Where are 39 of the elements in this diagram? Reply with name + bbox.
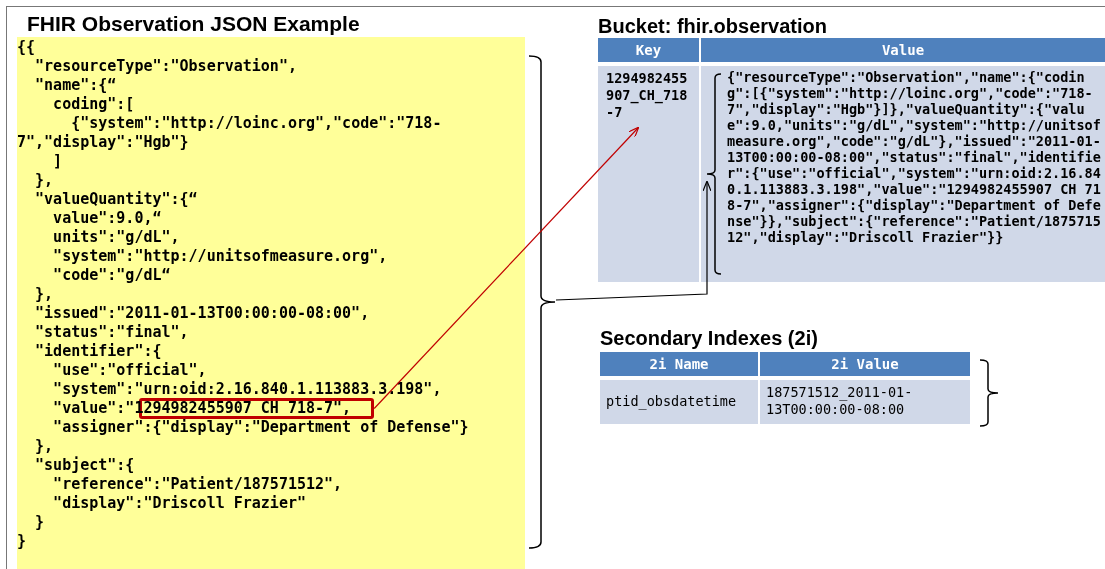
arrow	[373, 126, 640, 410]
code-line: },	[34, 285, 54, 304]
code-line: value":9.0,“	[52, 209, 162, 228]
code-line: "display":"Driscoll Frazier"	[52, 494, 306, 513]
code-line: units":"g/dL",	[52, 228, 180, 247]
table-cell: 187571512_2011-01-13T00:00:00-08:00	[760, 380, 970, 424]
code-line: "valueQuantity":{“	[34, 190, 198, 209]
code-line: "identifier":{	[34, 342, 162, 361]
code-line: {{	[17, 38, 36, 57]
code-line: }	[17, 532, 27, 551]
column-header: Value	[701, 38, 1105, 62]
code-line: "code":"g/dL“	[52, 266, 171, 285]
arrow	[555, 180, 712, 301]
column-header: Key	[598, 38, 699, 62]
column-header: 2i Value	[760, 352, 970, 376]
table-cell: ptid_obsdatetime	[600, 380, 758, 424]
table-cell	[701, 66, 1105, 282]
table-cell: 1294982455907_CH_718-7	[598, 66, 699, 282]
code-line: {"system":"http://loinc.org","code":"718-7","display":"Hgb"}	[17, 114, 443, 152]
code-line: "status":"final",	[34, 323, 189, 342]
code-line: "name":{“	[34, 76, 117, 95]
json-value-text: {"resourceType":"Observation","name":{"coding":[{"system":"http://loinc.org","code":"718-7","display":"Hgb"}]},"valueQuantity":{"value":9.0,"units":"g/dL","system":"http://unitsofmeasure.org","code":"g/dL"},"issued":"2011-01-13T00:00:00-08:00","status":"final","identifier":{"use":"official","system":"urn:oid:2.16.840.1.113883.3.198","value":"1294982455907 CH 718-7","assigner":{"display":"Department of Defense"}},"subject":{"reference":"Patient/187571512","display":"Driscoll Frazier"}}	[727, 69, 1101, 245]
code-line: "reference":"Patient/187571512",	[52, 475, 343, 494]
code-line: },	[34, 437, 54, 456]
code-line: }	[34, 513, 45, 532]
code-line: "system":"http://unitsofmeasure.org",	[52, 247, 388, 266]
code-line: },	[34, 171, 54, 190]
table-heading: Secondary Indexes (2i)	[600, 326, 818, 350]
table-heading: Bucket: fhir.observation	[598, 14, 827, 38]
code-line: coding":[	[52, 95, 135, 114]
column-header: 2i Name	[600, 352, 758, 376]
code-line: "subject":{	[34, 456, 135, 475]
code-line: "assigner":{"display":"Department of Defense"}	[52, 418, 469, 437]
code-line: "resourceType":"Observation",	[34, 57, 297, 76]
code-line: "use":"official",	[52, 361, 207, 380]
node-label: 1294982455907_CH_718-7	[606, 70, 688, 120]
code-heading: FHIR Observation JSON Example	[27, 12, 360, 36]
code-line: ]	[52, 152, 63, 171]
code-line: "issued":"2011-01-13T00:00:00-08:00",	[34, 304, 370, 323]
